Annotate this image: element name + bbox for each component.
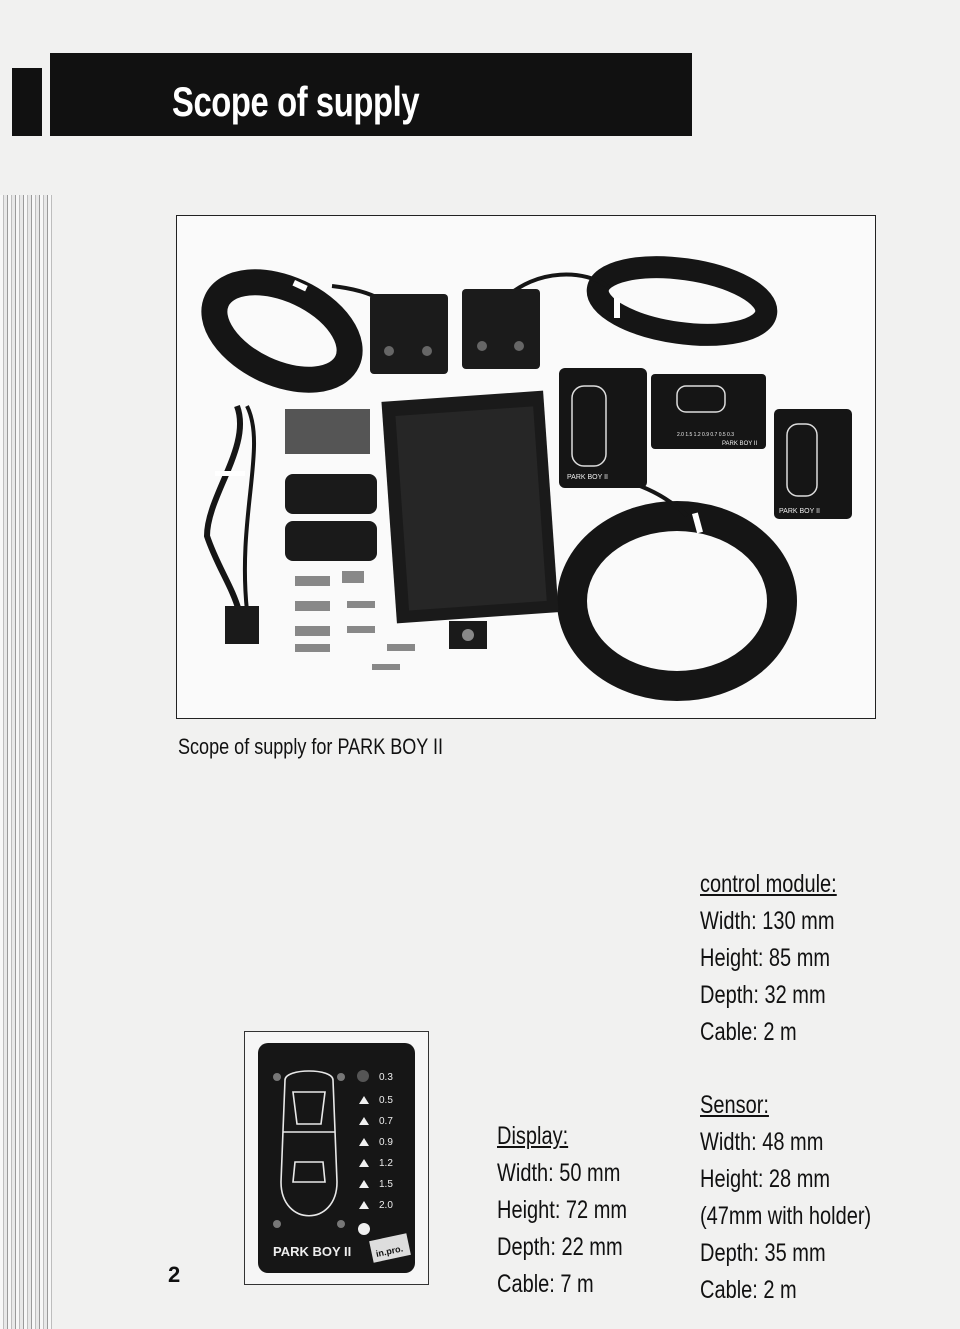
- display-scale-3: 0.9: [379, 1137, 393, 1148]
- sensor-width: Width: 48 mm: [700, 1128, 824, 1156]
- sensor-specs: Sensor: Width: 48 mm Height: 28 mm (47mm…: [700, 1087, 871, 1309]
- kit-photo-illustration: PARK BOY II PARK BOY II PARK BOY II 2.0 …: [201, 256, 852, 701]
- display-width: Width: 50 mm: [497, 1159, 621, 1187]
- display-scale-0: 0.3: [379, 1072, 393, 1083]
- sensor-height-holder: (47mm with holder): [700, 1202, 872, 1230]
- display-specs: Display: Width: 50 mm Height: 72 mm Dept…: [497, 1118, 627, 1303]
- control-module-specs: control module: Width: 130 mm Height: 85…: [700, 866, 837, 1051]
- kit-unit-label-1: PARK BOY II: [567, 474, 608, 481]
- photo-caption: Scope of supply for PARK BOY II: [178, 734, 444, 759]
- display-depth: Depth: 22 mm: [497, 1233, 623, 1261]
- control-module-width: Width: 130 mm: [700, 907, 835, 935]
- header-tab: [12, 68, 42, 136]
- display-unit-illustration: 0.3 0.5 0.7 0.9 1.2 1.5 2.0 PARK BOY II …: [258, 1043, 415, 1273]
- display-scale-2: 0.7: [379, 1116, 393, 1127]
- control-module-heading: control module:: [700, 870, 837, 898]
- display-heading: Display:: [497, 1122, 569, 1150]
- kit-photo: PARK BOY II PARK BOY II PARK BOY II 2.0 …: [176, 215, 876, 719]
- sensor-depth: Depth: 35 mm: [700, 1239, 826, 1267]
- control-module-cable: Cable: 2 m: [700, 1018, 797, 1046]
- kit-unit-label-3: PARK BOY II: [779, 508, 820, 515]
- display-brand-label: PARK BOY II: [273, 1244, 351, 1259]
- control-module-depth: Depth: 32 mm: [700, 981, 826, 1009]
- display-height: Height: 72 mm: [497, 1196, 628, 1224]
- display-scale-6: 2.0: [379, 1200, 393, 1211]
- display-scale-5: 1.5: [379, 1179, 393, 1190]
- header-bar: [50, 53, 692, 136]
- sensor-cable: Cable: 2 m: [700, 1276, 797, 1304]
- book-page-edge: [0, 195, 52, 1329]
- sensor-heading: Sensor:: [700, 1091, 769, 1119]
- sensor-height: Height: 28 mm: [700, 1165, 831, 1193]
- control-module-height: Height: 85 mm: [700, 944, 831, 972]
- display-scale-1: 0.5: [379, 1095, 393, 1106]
- kit-horizontal-scale: 2.0 1.5 1.2 0.9 0.7 0.5 0.3: [677, 432, 734, 438]
- page-number: 2: [168, 1262, 181, 1287]
- display-scale-4: 1.2: [379, 1158, 393, 1169]
- display-unit-photo: 0.3 0.5 0.7 0.9 1.2 1.5 2.0 PARK BOY II …: [244, 1031, 429, 1285]
- display-cable: Cable: 7 m: [497, 1270, 594, 1298]
- kit-unit-label-2: PARK BOY II: [722, 441, 757, 447]
- page-title: Scope of supply: [172, 78, 420, 125]
